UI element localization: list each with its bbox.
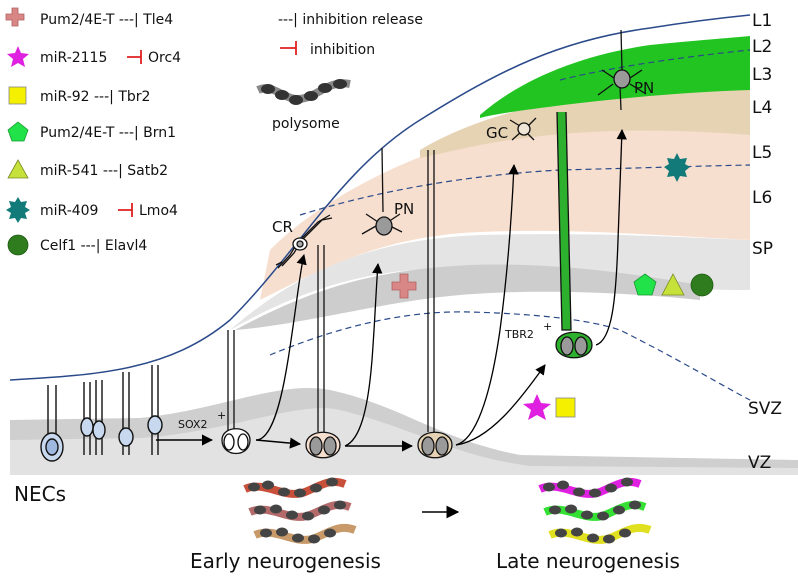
circle-marker [690,273,714,297]
layer-label-l5: L5 [752,143,772,163]
star-marker [523,394,551,420]
projection-neuron-upper [597,29,647,111]
pn-deep-label: PN [394,200,414,218]
nec-cells [40,365,163,462]
pn-upper-label: PN [634,79,654,97]
square-marker [555,397,576,418]
l4-zone [420,90,750,158]
cr-label: CR [272,218,293,236]
radial-glia-tan [417,150,453,459]
gear-marker [664,153,690,182]
tbr2-plus: + [543,320,552,333]
early-polysome-icon [243,477,357,544]
layer-label-l1: L1 [752,11,772,31]
gc-label: GC [486,124,508,142]
layer-label-l6: L6 [752,188,772,208]
inhibition-icon-2 [118,203,133,217]
tbr2-progenitor [555,111,593,359]
radial-glia-peach [305,245,341,459]
granule-cell [509,117,537,141]
cross-marker [391,273,417,299]
pial-surface [9,14,751,381]
triangle-marker [661,273,685,296]
sp-zone [230,234,750,330]
l5-l6-zone [260,118,750,300]
cajal-retzius-neuron [275,214,333,269]
legend-item-tbr2: miR-92 ---| Tbr2 [40,89,150,105]
key-release-label: ---| inhibition release [278,12,423,28]
legend-item-lmo4-target: Lmo4 [139,203,178,219]
legend-item-brn1: Pum2/4E-T ---| Brn1 [40,125,176,141]
inhibition-icon [127,50,142,64]
polysome-label: polysome [272,116,340,132]
necs-label: NECs [14,482,66,506]
layer-label-l2: L2 [752,37,772,57]
l3-boundary [559,49,751,81]
late-neurogenesis-label: Late neurogenesis [496,549,680,573]
layer-label-l3: L3 [752,65,772,85]
sox2-plus: + [217,409,226,422]
l6-boundary [299,164,751,216]
gear-icon [6,197,30,223]
svz-boundary [269,311,751,401]
late-polysome-icon [538,477,652,544]
layer-label-l4: L4 [752,98,772,118]
sox2-label: SOX2 [178,418,207,431]
early-neurogenesis-label: Early neurogenesis [190,549,381,573]
inhibition-key-icon [280,41,297,55]
legend-item-lmo4-mir: miR-409 [40,203,98,219]
sp-dark-zone [235,264,700,330]
pentagon-icon [7,121,29,142]
legend-item-satb2: miR-541 ---| Satb2 [40,163,168,179]
legend-item-orc4-target: Orc4 [148,50,181,66]
pentagon-marker [633,273,657,296]
tbr2-label: TBR2 [504,328,534,341]
triangle-icon [7,159,29,179]
key-inhibition-label: inhibition [310,42,375,58]
circle-icon [7,234,29,256]
radial-glia-white [221,330,251,455]
projection-neuron-deep [361,147,403,236]
layer-label-svz: SVZ [748,399,782,419]
cross-icon [5,7,25,27]
legend-item-elavl4: Celf1 ---| Elavl4 [40,238,147,254]
legend-item-tle4: Pum2/4E-T ---| Tle4 [40,12,173,28]
inhibition-key: ---| inhibition release inhibition [278,12,423,58]
layer-label-vz: VZ [748,453,771,473]
star-icon [7,46,29,67]
polysome-icon [256,79,351,105]
layer-label-sp: SP [752,239,773,259]
legend-item-orc4-mir: miR-2115 [40,50,107,66]
legend: Pum2/4E-T ---| Tle4 miR-2115 Orc4 miR-92… [5,7,181,256]
layer-labels: L1 L2 L3 L4 L5 L6 SP SVZ VZ [748,11,782,473]
square-icon [8,86,27,105]
